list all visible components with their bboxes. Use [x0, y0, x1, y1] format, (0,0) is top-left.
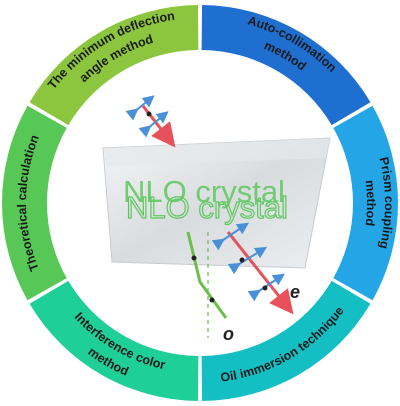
segment-auto-collimation	[201, 5, 371, 126]
crystal-slab	[102, 137, 331, 269]
segment-prism-coupling-label-line-2: method	[363, 179, 379, 226]
crystal-title: NLO crystal	[123, 174, 285, 209]
crystal-illustration: NLO crystal NLO crystal o e	[102, 95, 331, 344]
extraordinary-dot-1	[239, 257, 245, 263]
segment-prism-coupling	[333, 105, 398, 301]
crystal-slab-top-face	[103, 138, 330, 166]
extraordinary-polarization-icon	[211, 222, 285, 302]
ordinary-ray-label: o	[223, 324, 234, 344]
ordinary-ray	[186, 231, 228, 319]
crystal-title-shadow: NLO crystal	[126, 190, 288, 225]
extraordinary-ray-label: e	[290, 282, 300, 302]
incident-polarization-icon	[125, 95, 169, 138]
ordinary-dot-1	[191, 255, 197, 261]
segment-theoretical-calculation	[2, 105, 67, 301]
segment-minimum-deflection	[29, 5, 199, 126]
segment-oil-immersion	[201, 280, 371, 401]
extraordinary-dot-2	[262, 285, 268, 291]
segment-interference-color	[29, 280, 199, 401]
method-ring	[2, 5, 398, 401]
incident-dot	[146, 111, 152, 117]
ordinary-dot-2	[209, 297, 215, 303]
